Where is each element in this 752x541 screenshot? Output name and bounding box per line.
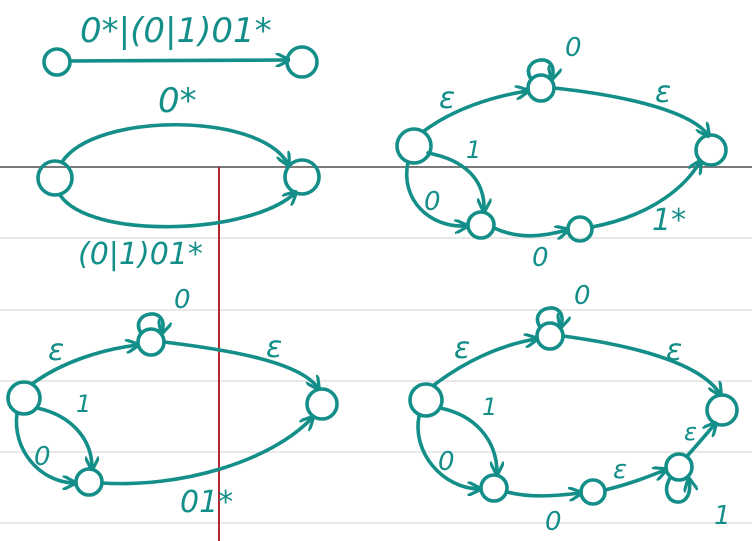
- middle-state: [466, 210, 496, 240]
- right-state: [664, 452, 694, 482]
- accept-state: [285, 45, 319, 79]
- eps-edge-right: [162, 340, 318, 388]
- edge-0: [416, 414, 479, 489]
- label-eps-left: ε: [439, 81, 455, 116]
- label-loop: 0: [174, 285, 191, 315]
- edge-1: [438, 406, 497, 473]
- edge-1star: [590, 162, 700, 229]
- label-0-bottom: 0: [532, 243, 549, 273]
- transition-edge: [68, 60, 287, 61]
- self-loop-right: [664, 478, 690, 504]
- bottom-edge-label: (0|1)01*: [78, 237, 203, 272]
- eps-edge-left: [422, 91, 527, 133]
- label-0: 0: [34, 442, 51, 472]
- edge-label: 0*|(0|1)01*: [80, 11, 272, 51]
- accept-state: [283, 158, 321, 196]
- label-eps-up: ε: [684, 418, 697, 446]
- diagram-nfa-1: ε ε 0 1 0 0 1*: [395, 33, 728, 273]
- start-state: [395, 127, 433, 165]
- self-loop-top: [526, 58, 553, 79]
- label-loop: 0: [574, 281, 591, 311]
- label-loop-right: 1: [714, 501, 731, 531]
- diagram-union-split: 0* (0|1)01*: [36, 81, 321, 272]
- edge-eps-mid: [603, 470, 665, 492]
- diagram-nfa-3: ε ε 0 1 0 0 ε ε 1: [408, 281, 739, 537]
- edge-0-bottom: [492, 228, 567, 236]
- ruled-lines: [0, 166, 752, 524]
- eps-edge-right: [552, 86, 708, 135]
- label-eps-left: ε: [454, 331, 470, 366]
- accept-state: [705, 393, 739, 427]
- edge-0-bottom: [505, 492, 580, 496]
- edge-eps-up: [686, 424, 715, 457]
- label-0: 0: [438, 447, 455, 477]
- top-edge: [60, 123, 288, 164]
- eps-edge-right: [561, 334, 720, 394]
- edge-01star: [100, 418, 312, 486]
- label-1: 1: [76, 390, 91, 418]
- bottom-state: [579, 478, 607, 506]
- edge-1: [426, 151, 484, 210]
- label-eps-mid: ε: [613, 455, 627, 485]
- top-edge-label: 0*: [158, 81, 197, 121]
- label-1: 1: [482, 393, 497, 421]
- start-state: [42, 47, 72, 77]
- eps-edge-left: [432, 339, 536, 387]
- edge-0: [404, 160, 466, 226]
- edge-1: [35, 406, 92, 468]
- label-loop: 0: [565, 33, 582, 63]
- self-loop-top: [136, 312, 163, 333]
- label-01star: 01*: [180, 485, 233, 520]
- middle-state: [479, 473, 509, 503]
- label-eps-right: ε: [266, 330, 282, 365]
- start-state: [36, 159, 74, 197]
- edge-0: [14, 411, 74, 483]
- diagram-nfa-2: ε ε 0 1 0 01*: [6, 285, 339, 520]
- bottom-edge: [58, 193, 295, 229]
- accept-state: [305, 387, 339, 421]
- bottom-state: [74, 467, 104, 497]
- label-0-bottom: 0: [545, 507, 562, 537]
- start-state: [408, 382, 444, 418]
- start-state: [6, 380, 42, 416]
- label-eps-left: ε: [48, 333, 64, 368]
- label-eps-right: ε: [655, 75, 671, 110]
- label-0: 0: [424, 187, 441, 217]
- label-1star: 1*: [652, 203, 686, 238]
- self-loop-top: [535, 306, 562, 327]
- diagram-regex-single-edge: 0*|(0|1)01*: [42, 11, 319, 79]
- label-1: 1: [466, 136, 481, 164]
- eps-edge-left: [30, 345, 137, 386]
- label-eps-right: ε: [666, 333, 682, 368]
